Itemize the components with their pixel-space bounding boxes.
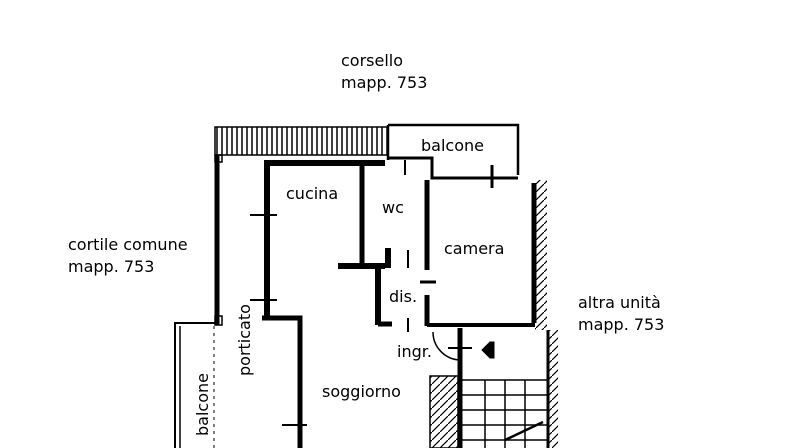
room-camera: camera [444, 239, 505, 258]
staircase [429, 375, 548, 448]
balcone-top-outline [386, 123, 520, 175]
label-altra-unita: altra unità [578, 293, 661, 312]
room-cucina: cucina [286, 184, 339, 203]
room-soggiorno: soggiorno [322, 382, 401, 401]
room-balcone-left: balcone [193, 373, 212, 436]
top-terrace-hatch [214, 126, 389, 156]
label-altra-mapp: mapp. 753 [578, 315, 665, 334]
walls [174, 123, 558, 448]
label-corsello-mapp: mapp. 753 [341, 73, 428, 92]
label-corsello: corsello [341, 51, 404, 70]
label-cortile-mapp: mapp. 753 [68, 257, 155, 276]
room-porticato: porticato [235, 304, 254, 376]
room-ingr: ingr. [397, 342, 432, 361]
room-dis: dis. [389, 287, 418, 306]
room-balcone-top: balcone [421, 136, 484, 155]
label-cortile: cortile comune [68, 235, 188, 254]
room-wc: wc [382, 198, 404, 217]
